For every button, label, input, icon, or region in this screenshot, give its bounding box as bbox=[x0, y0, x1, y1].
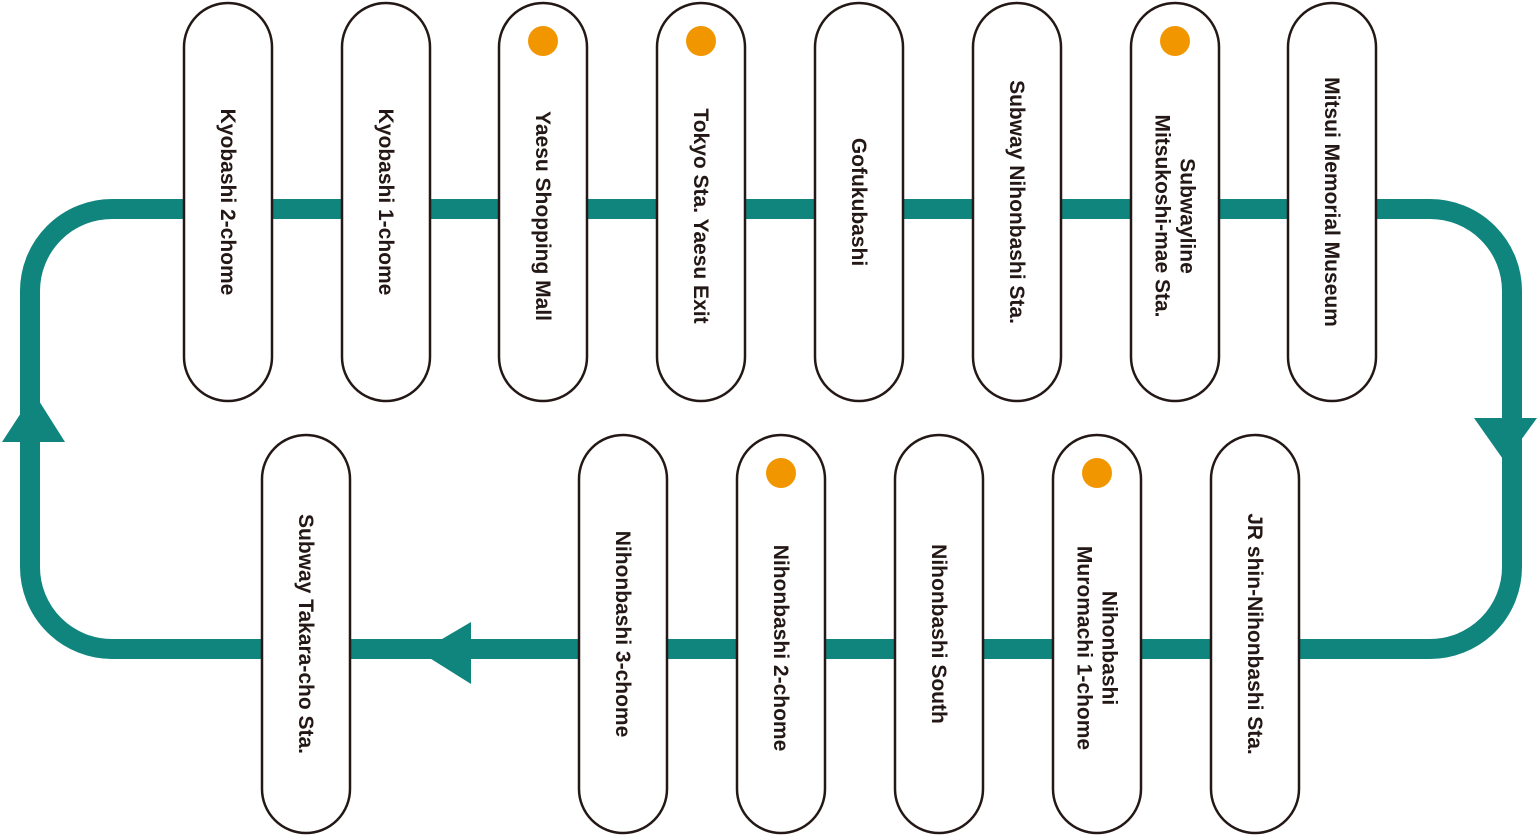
stop-mitsui-memorial-museum: Mitsui Memorial Museum bbox=[1286, 1, 1378, 403]
stop-name: SubwaylineMitsukoshi-mae Sta. bbox=[1151, 114, 1199, 317]
route-loop-line bbox=[20, 199, 1522, 659]
stop-nihonbashi-3-chome: Nihonbashi 3-chome bbox=[577, 433, 669, 835]
stop-name: NihonbashiMuromachi 1-chome bbox=[1073, 546, 1121, 750]
stop-name-line: Gofukubashi bbox=[847, 138, 870, 266]
stop-name: Kyobashi 1-chome bbox=[374, 109, 397, 296]
stop-pill bbox=[260, 433, 352, 835]
stop-pill bbox=[893, 433, 985, 835]
stop-pill bbox=[1051, 433, 1143, 835]
stop-pill bbox=[735, 433, 827, 835]
stop-name-line: Yaesu Shopping Mall bbox=[531, 111, 554, 321]
stop-name-line: Subwayline bbox=[1176, 158, 1199, 274]
stop-name-line: Nihonbashi bbox=[1098, 591, 1121, 705]
route-loop-layer bbox=[2, 199, 1537, 684]
route-stops-layer: Kyobashi 2-chome Kyobashi 1-chome Yaesu Sh… bbox=[182, 1, 1378, 835]
stop-marker-dot bbox=[528, 26, 558, 56]
stop-name: Nihonbashi South bbox=[927, 544, 950, 724]
stop-marker-dot bbox=[1082, 458, 1112, 488]
stop-name: Yaesu Shopping Mall bbox=[531, 111, 554, 321]
stop-name: Mitsui Memorial Museum bbox=[1320, 77, 1343, 327]
stop-marker-dot bbox=[766, 458, 796, 488]
stop-name-line: Nihonbashi 2-chome bbox=[769, 545, 792, 752]
stop-marker-dot bbox=[1160, 26, 1190, 56]
stop-pill bbox=[813, 1, 905, 403]
stop-yaesu-shopping-mall: Yaesu Shopping Mall bbox=[497, 1, 589, 403]
stop-nihonbashi-muromachi-1-chome: NihonbashiMuromachi 1-chome bbox=[1051, 433, 1143, 835]
stop-name-line: Mitsui Memorial Museum bbox=[1320, 77, 1343, 327]
stop-name: Gofukubashi bbox=[847, 138, 870, 266]
stop-name-line: JR shin-Nihonbashi Sta. bbox=[1243, 513, 1266, 755]
stop-marker-dot bbox=[686, 26, 716, 56]
stop-pill bbox=[655, 1, 747, 403]
stop-pill bbox=[1209, 433, 1301, 835]
stop-name: Nihonbashi 2-chome bbox=[769, 545, 792, 752]
stop-kyobashi-2-chome: Kyobashi 2-chome bbox=[182, 1, 274, 403]
stop-name: Subway Takara-cho Sta. bbox=[294, 514, 317, 754]
stop-pill bbox=[182, 1, 274, 403]
stop-pill bbox=[971, 1, 1063, 403]
stop-name-line: Mitsukoshi-mae Sta. bbox=[1151, 114, 1174, 317]
stop-name: Nihonbashi 3-chome bbox=[611, 531, 634, 738]
stop-pill bbox=[497, 1, 589, 403]
direction-arrow-down bbox=[1474, 418, 1537, 462]
stop-gofukubashi: Gofukubashi bbox=[813, 1, 905, 403]
stop-name: Subway Nihonbashi Sta. bbox=[1005, 80, 1028, 324]
stop-name: Tokyo Sta. Yaesu Exit bbox=[689, 108, 712, 323]
stop-pill bbox=[577, 433, 669, 835]
stop-tokyo-sta-yaesu-exit: Tokyo Sta. Yaesu Exit bbox=[655, 1, 747, 403]
stop-subwayline-mitsukoshi-mae-sta: SubwaylineMitsukoshi-mae Sta. bbox=[1129, 1, 1221, 403]
stop-name: JR shin-Nihonbashi Sta. bbox=[1243, 513, 1266, 755]
stop-name-line: Nihonbashi South bbox=[927, 544, 950, 724]
stop-pill bbox=[1129, 1, 1221, 403]
stop-pill bbox=[1286, 1, 1378, 403]
stop-name-line: Subway Takara-cho Sta. bbox=[294, 514, 317, 754]
stop-jr-shin-nihonbashi-sta: JR shin-Nihonbashi Sta. bbox=[1209, 433, 1301, 835]
stop-name-line: Nihonbashi 3-chome bbox=[611, 531, 634, 738]
stop-name: Kyobashi 2-chome bbox=[216, 109, 239, 296]
stop-name-line: Muromachi 1-chome bbox=[1073, 546, 1096, 750]
stop-name-line: Kyobashi 2-chome bbox=[216, 109, 239, 296]
stop-nihonbashi-2-chome: Nihonbashi 2-chome bbox=[735, 433, 827, 835]
direction-arrow-left bbox=[420, 622, 471, 684]
stop-pill bbox=[340, 1, 432, 403]
stop-name-line: Tokyo Sta. Yaesu Exit bbox=[689, 108, 712, 323]
direction-arrow-up bbox=[2, 393, 65, 442]
stop-subway-nihonbashi-sta: Subway Nihonbashi Sta. bbox=[971, 1, 1063, 403]
stop-name-line: Subway Nihonbashi Sta. bbox=[1005, 80, 1028, 324]
stop-name-line: Kyobashi 1-chome bbox=[374, 109, 397, 296]
stop-subway-takara-cho-sta: Subway Takara-cho Sta. bbox=[260, 433, 352, 835]
stop-kyobashi-1-chome: Kyobashi 1-chome bbox=[340, 1, 432, 403]
stop-nihonbashi-south: Nihonbashi South bbox=[893, 433, 985, 835]
